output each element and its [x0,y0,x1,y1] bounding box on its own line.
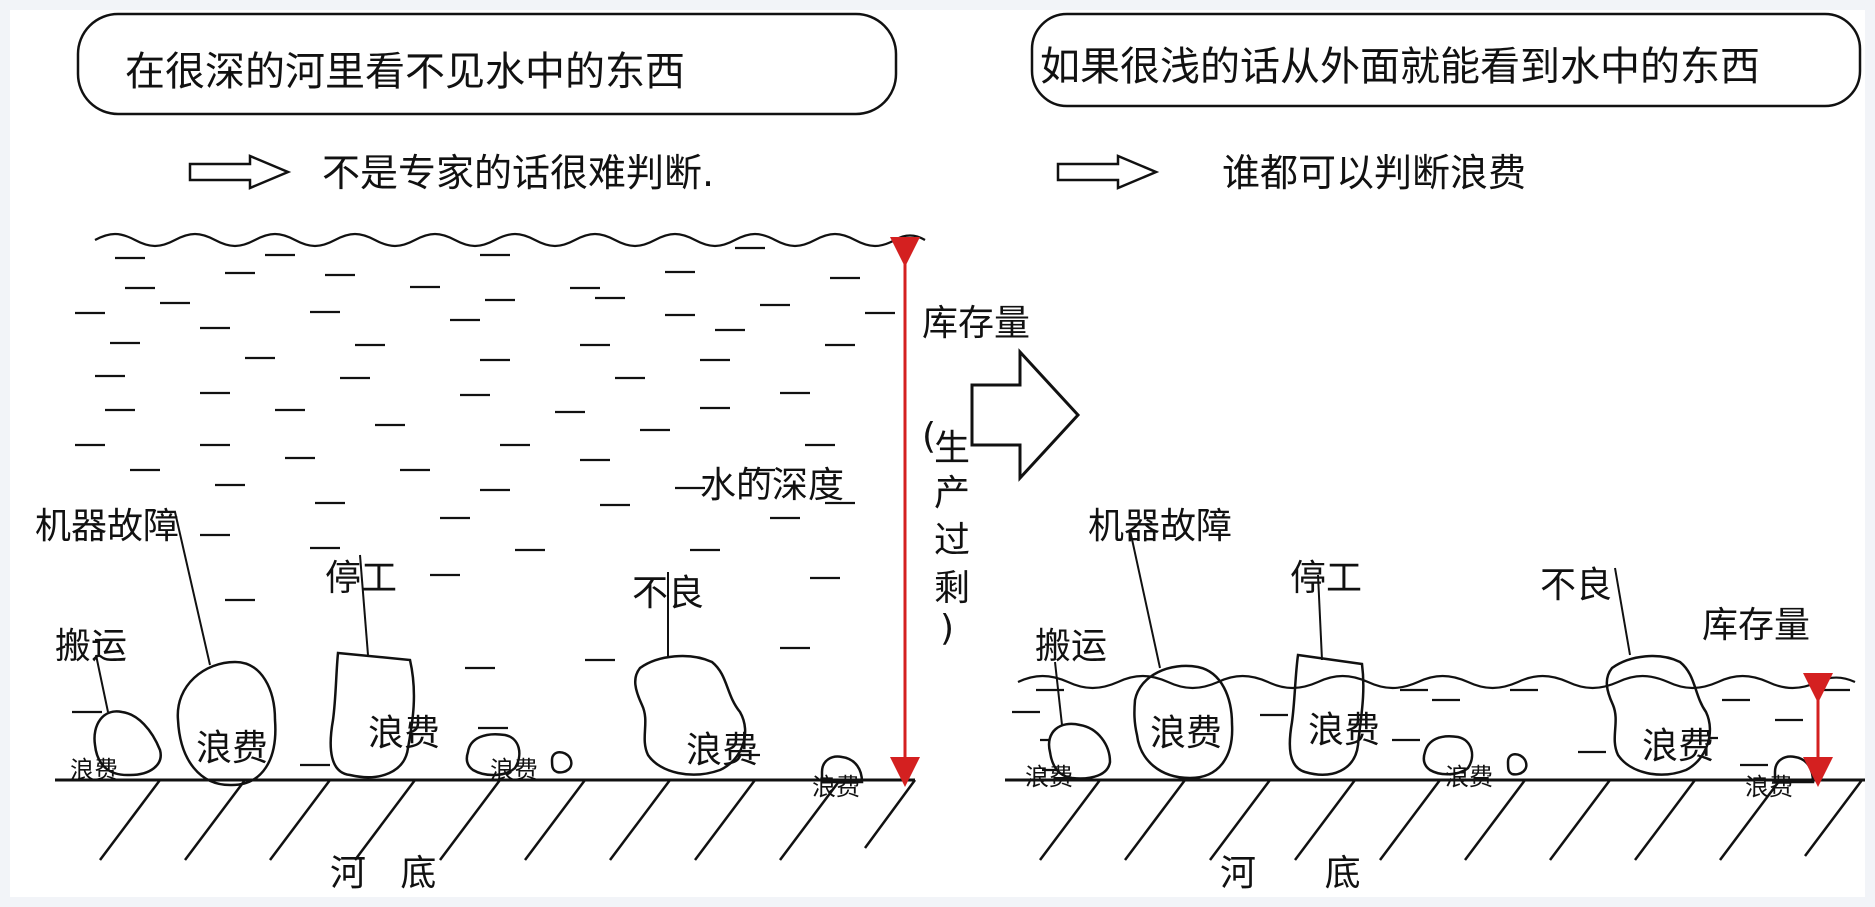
left-inventory-label: 库存量 [922,303,1030,344]
left-title: 在很深的河里看不见水中的东西 [125,49,685,95]
right-transport-label: 搬运 [1035,626,1107,667]
left-machine-failure-label: 机器故障 [35,506,179,547]
right-waste-small-1: 浪费 [1445,763,1493,791]
left-defect-label: 不良 [632,573,704,614]
left-scene: 在很深的河里看不见水中的东西 不是专家的话很难判断. [35,12,1030,894]
right-outline-arrow [1056,154,1160,190]
left-outline-arrow [188,154,292,190]
left-riverbed-label: 河 底 [330,853,436,894]
left-waste-stoppage: 浪费 [368,713,440,754]
right-rock-small-2 [1506,753,1528,776]
overproduction-char-3: 过 [934,520,970,561]
right-rock-machine [1133,664,1234,780]
right-defect-label: 不良 [1540,565,1612,606]
overproduction-char-0: ( [922,416,936,457]
right-machine-failure-label: 机器故障 [1088,506,1232,547]
overproduction-char-1: 生 [934,428,970,469]
right-subtitle: 谁都可以判断浪费 [1222,151,1526,195]
left-stoppage-label: 停工 [325,558,397,599]
left-overproduction-vertical: ( 生 产 过 剩 ) [922,416,970,649]
right-waste-defect: 浪费 [1642,726,1714,767]
left-rock-stoppage [329,651,416,779]
transition-arrow [970,348,1081,482]
right-scene: 如果很浅的话从外面就能看到水中的东西 谁都可以判断浪费 浪费 浪费 浪费 浪费 [1005,12,1865,894]
diagram-panel [10,10,1865,897]
overproduction-char-4: 剩 [934,568,970,609]
left-title-box [76,12,898,116]
left-rock-transport [93,710,162,777]
left-rock-small-1 [465,733,521,777]
left-rock-small-2 [550,751,573,774]
overproduction-char-2: 产 [934,473,970,514]
right-title: 如果很浅的话从外面就能看到水中的东西 [1040,44,1760,90]
left-transport-label: 搬运 [55,626,127,667]
left-water-surface [94,232,926,248]
right-waste-stoppage: 浪费 [1308,710,1380,751]
right-waste-transport: 浪费 [1025,763,1073,791]
overproduction-char-5: ) [940,608,954,649]
left-waste-machine: 浪费 [196,728,268,769]
right-stoppage-label: 停工 [1290,558,1362,599]
right-riverbed-hatching [1039,779,1863,861]
right-water-surface [1017,674,1856,690]
left-rock-defect [634,654,747,776]
right-title-box [1030,12,1862,108]
left-waste-defect: 浪费 [686,730,758,771]
right-inventory-label: 库存量 [1702,605,1810,646]
right-waste-machine: 浪费 [1150,713,1222,754]
left-rock-machine [176,660,277,787]
left-water-depth-label: 水的深度 [700,465,844,506]
left-riverbed-hatching [99,779,917,861]
left-leader-lines [95,511,669,713]
right-riverbed-label: 河 底 [1220,853,1361,894]
right-rock-defect [1605,654,1712,776]
right-waste-small-3: 浪费 [1745,773,1793,801]
left-subtitle: 不是专家的话很难判断. [322,151,714,195]
right-leader-lines [1054,529,1631,726]
right-rock-transport [1047,722,1112,780]
right-rock-small-1 [1422,735,1474,776]
